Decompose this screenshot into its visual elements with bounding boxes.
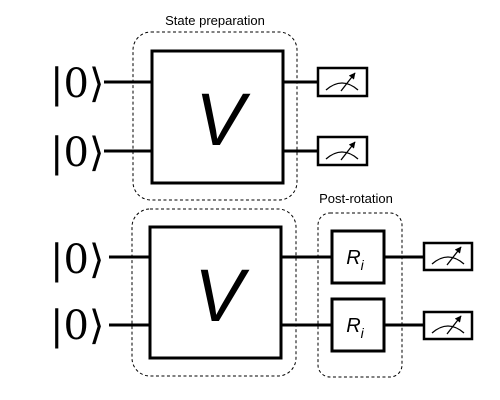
- meter-icon: [316, 66, 369, 98]
- top-circuit: State preparation |0⟩ |0⟩ V: [50, 13, 369, 201]
- ket-zero-3: |0⟩: [50, 237, 105, 283]
- bottom-circuit: Post-rotation |0⟩ |0⟩ V Ri Ri: [50, 191, 474, 378]
- gate-v-bottom-label: V: [194, 254, 250, 337]
- gate-r-2-label: Ri: [346, 315, 364, 341]
- gate-r-1-label: Ri: [346, 247, 364, 273]
- gate-r-2-subscript: i: [361, 325, 365, 341]
- gate-r-2: [330, 297, 386, 353]
- gate-r-2-letter: R: [346, 315, 360, 337]
- ket-zero-2: |0⟩: [50, 130, 105, 176]
- meter-icon: [422, 241, 474, 272]
- ket-zero-1: |0⟩: [50, 61, 105, 107]
- post-rotation-label: Post-rotation: [319, 191, 393, 206]
- gate-v-bottom: [148, 225, 283, 360]
- state-preparation-group-top: [132, 31, 298, 201]
- gate-r-1-letter: R: [346, 247, 360, 269]
- ket-zero-4: |0⟩: [50, 303, 105, 349]
- gate-r-1-subscript: i: [361, 257, 365, 273]
- state-preparation-group-bottom: [131, 208, 297, 377]
- gate-r-1: [330, 229, 386, 285]
- state-preparation-label: State preparation: [165, 13, 265, 28]
- meter-icon: [422, 310, 474, 341]
- post-rotation-group: [317, 212, 403, 378]
- gate-v-top-label: V: [195, 78, 251, 161]
- gate-v-top: [150, 49, 285, 185]
- meter-icon: [316, 135, 369, 167]
